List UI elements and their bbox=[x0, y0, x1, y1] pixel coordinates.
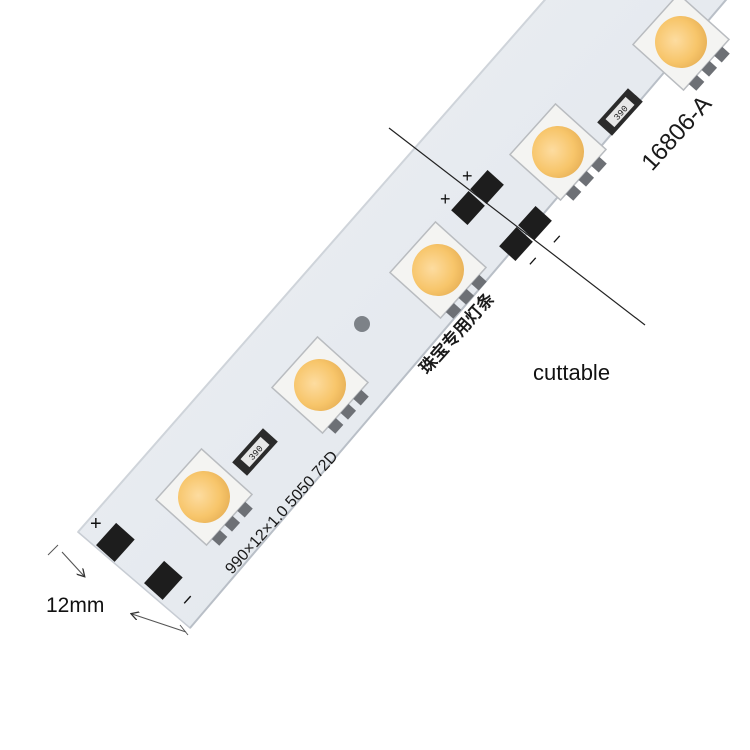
plus-sign-cut-1: + bbox=[440, 189, 451, 209]
led-chip bbox=[508, 102, 608, 202]
plus-sign-end: + bbox=[90, 513, 102, 535]
resistor-1: 390 bbox=[232, 428, 278, 476]
led-chip bbox=[154, 447, 254, 547]
width-label: 12mm bbox=[46, 594, 105, 617]
cuttable-label: cuttable bbox=[533, 360, 611, 385]
width-dimension bbox=[47, 544, 189, 636]
minus-sign-cut-1: − bbox=[522, 250, 544, 271]
cut-line bbox=[388, 127, 646, 326]
led-chip bbox=[270, 335, 370, 435]
model-code-text: 16806-A bbox=[636, 91, 717, 177]
plus-sign-cut-2: + bbox=[462, 166, 473, 186]
led-chips bbox=[154, 0, 731, 547]
end-pads bbox=[96, 522, 183, 600]
led-chip bbox=[388, 220, 488, 320]
minus-sign-cut-2: − bbox=[546, 228, 568, 249]
pcb-strip bbox=[76, 0, 728, 630]
mounting-hole bbox=[354, 316, 370, 332]
cut-pads bbox=[451, 169, 552, 262]
resistor-2: 390 bbox=[597, 88, 643, 136]
led-chip bbox=[631, 0, 731, 92]
